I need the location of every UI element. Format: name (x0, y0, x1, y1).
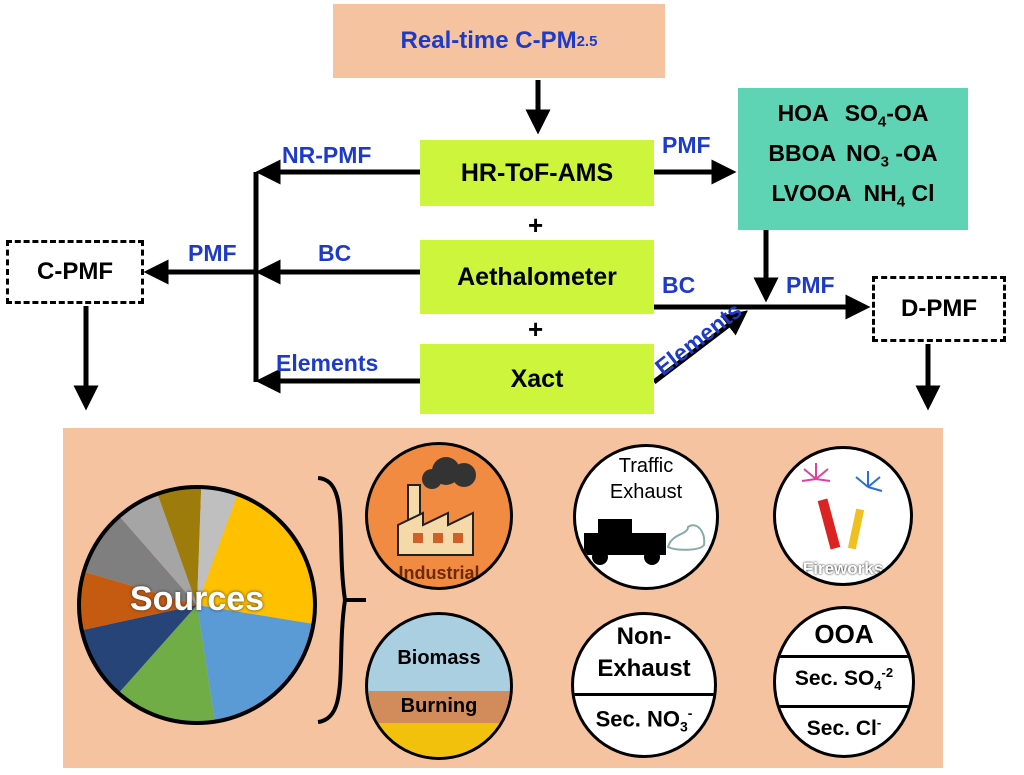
xact-label: Xact (510, 364, 564, 393)
industrial-label: Industrial (398, 563, 480, 583)
factory-icon (397, 457, 476, 556)
non-exhaust-circle: Non- Exhaust Sec. NO3- (571, 612, 717, 758)
biomass-burning-circle: Biomass Burning (365, 612, 513, 760)
industrial-source-circle: Industrial (365, 442, 513, 590)
factor-hoa: HOA (777, 100, 829, 126)
pmf-right-label: PMF (662, 132, 711, 158)
nr-pmf-label: NR-PMF (282, 142, 372, 168)
traffic-exhaust-circle: Traffic Exhaust (573, 444, 719, 590)
pie-slice (83, 516, 197, 605)
fireworks-label: Fireworks (802, 559, 884, 578)
plus-sign-1: + (528, 210, 544, 240)
pie-slice (81, 605, 197, 694)
pie-slice (197, 605, 314, 722)
factor-row: BBOA NO3 -OA (738, 140, 968, 180)
c-pmf-box: C-PMF (6, 240, 144, 304)
c-pmf-label: C-PMF (37, 258, 113, 285)
fireworks-icon (801, 463, 883, 550)
biomass-label-line1: Biomass (397, 647, 481, 669)
elements-left-label: Elements (276, 350, 379, 376)
pie-outline (77, 485, 317, 725)
factor-nh4cl: NH4 Cl (863, 180, 935, 211)
biomass-label-line2: Burning (400, 695, 478, 717)
pie-label: Sources (129, 580, 265, 618)
nonexhaust-label-line2: Exhaust (597, 655, 691, 682)
nonexhaust-label-line1: Non- (616, 623, 672, 650)
pie-slice (157, 487, 202, 605)
ooa-circle: OOA Sec. SO4-2 Sec. Cl- (773, 606, 915, 758)
bc-right-label: BC (662, 272, 696, 298)
car-icon (584, 519, 706, 565)
pie-slice (197, 487, 238, 605)
pie-slice (197, 494, 315, 624)
bc-left-label: BC (318, 240, 352, 266)
pmf-factors-box: HOA SO4-OA BBOA NO3 -OA LVOOA NH4 Cl (738, 88, 968, 230)
plus-sign-2: + (528, 314, 544, 344)
d-pmf-label: D-PMF (901, 295, 977, 322)
sec-so4-label: Sec. SO4-2 (794, 665, 894, 694)
aethalometer-label: Aethalometer (457, 262, 617, 291)
divider-line (776, 655, 912, 658)
divider-line (574, 693, 714, 696)
pmf-left-label: PMF (188, 240, 237, 266)
soil-band (368, 691, 510, 723)
factor-so4-oa: SO4-OA (844, 100, 929, 131)
hr-tof-ams-box: HR-ToF-AMS (420, 140, 654, 206)
realtime-cpm25-label: Real-time C-PM (400, 27, 577, 54)
ooa-label: OOA (814, 619, 874, 649)
sec-cl-label: Sec. Cl- (806, 715, 882, 740)
divider-line (776, 705, 912, 708)
factor-row: HOA SO4-OA (738, 100, 968, 140)
d-pmf-box: D-PMF (872, 276, 1006, 342)
sec-no3-label: Sec. NO3- (595, 705, 693, 735)
traffic-label-line2: Exhaust (609, 481, 683, 503)
sources-pie-chart (77, 485, 317, 725)
pie-slice (118, 605, 215, 723)
factor-no3-oa: NO3 -OA (846, 140, 938, 171)
factor-lvooa: LVOOA (771, 180, 852, 206)
hr-tof-ams-label: HR-ToF-AMS (460, 158, 614, 187)
pmf-dpmf-label: PMF (786, 272, 835, 298)
traffic-label-line1: Traffic (618, 455, 674, 477)
realtime-cpm25-subscript: 2.5 (576, 32, 598, 50)
fireworks-circle: Fireworks (773, 446, 913, 586)
pie-slice (79, 571, 197, 631)
pie-slice (119, 493, 197, 605)
factor-row: LVOOA NH4 Cl (738, 180, 968, 220)
aethalometer-box: Aethalometer (420, 240, 654, 314)
factor-bboa: BBOA (768, 140, 837, 166)
xact-box: Xact (420, 344, 654, 414)
fire-band (368, 717, 510, 757)
